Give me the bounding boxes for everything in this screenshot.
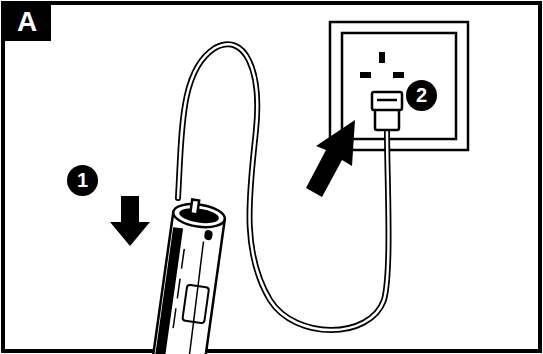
callout-number: 2 [406,80,437,111]
device [153,197,227,354]
plug [372,92,402,130]
insert-arrow [110,196,150,246]
panel-letter: A [3,3,51,41]
panel-frame [3,3,540,351]
plug-in-arrow [306,120,355,197]
callout-number: 1 [67,165,98,196]
